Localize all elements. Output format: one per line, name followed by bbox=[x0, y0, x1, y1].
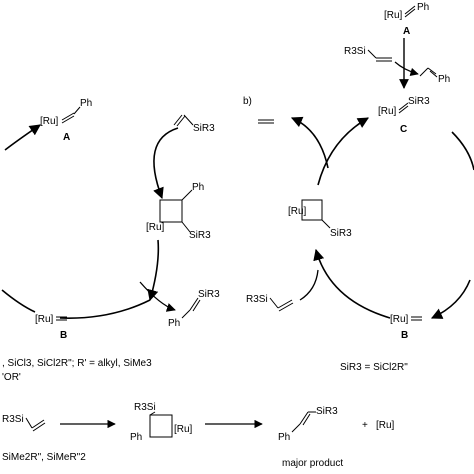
b-r3si: R3Si bbox=[344, 46, 366, 57]
cycle-b-arrow-in bbox=[299, 269, 319, 301]
bottom-r3si: R3Si bbox=[2, 414, 24, 425]
cycle-a-arrow-bottom bbox=[59, 299, 151, 319]
major-product-label: major product bbox=[282, 458, 343, 469]
vinylsilane-sir3: SiR3 bbox=[193, 123, 215, 134]
ru-silylidene-sir3: SiR3 bbox=[408, 96, 430, 107]
b-styrene-ph: Ph bbox=[438, 74, 450, 85]
ru-methylidene-ru: [Ru] bbox=[35, 314, 54, 325]
top-ph: Ph bbox=[417, 2, 429, 13]
cycle-b-caption: SiR3 = SiCl2R" bbox=[340, 362, 408, 373]
cycle-b-arrow-bottom bbox=[430, 279, 471, 319]
ru-benzylidene-ph: Ph bbox=[80, 98, 92, 109]
cycle-a-arrow-right-down bbox=[147, 239, 160, 302]
cycle-b-arrow-right bbox=[451, 131, 474, 171]
cycle-a-caption-line2: 'OR' bbox=[2, 372, 21, 383]
cycle-b-arrow-up bbox=[313, 248, 391, 319]
label-B-right: B bbox=[401, 330, 408, 341]
cycle-a-arrow-top bbox=[4, 124, 41, 151]
product-ph-a: Ph bbox=[168, 318, 180, 329]
bottom-intermediate-r3si: R3Si bbox=[134, 402, 156, 413]
ru-silylidene-ru: [Ru] bbox=[378, 106, 397, 117]
metallacycle-ru: [Ru] bbox=[146, 222, 165, 233]
label-A: A bbox=[63, 132, 70, 143]
bottom-intermediate-ph: Ph bbox=[130, 432, 142, 443]
bottom-intermediate-ru: [Ru] bbox=[174, 424, 193, 435]
cycle-b-arrow-to-C bbox=[317, 117, 369, 186]
cycle-a-arrow-left bbox=[1, 289, 36, 313]
metallacycle-ph: Ph bbox=[192, 182, 204, 193]
top-ru: [Ru] bbox=[384, 10, 403, 21]
bottom-caption: SiMe2R", SiMeR"2 bbox=[2, 452, 86, 463]
bottom-reaction: R3Si R3Si Ph [Ru] Ph SiR3 + [Ru] SiMe2R"… bbox=[2, 402, 395, 469]
b-ru-methylidene: [Ru] bbox=[390, 314, 409, 325]
catalytic-cycle-b: b) [Ru] Ph A R3Si Ph [Ru] SiR3 C bbox=[243, 2, 474, 373]
metallacycle-sir3: SiR3 bbox=[189, 230, 211, 241]
b-metallacycle-ru: [Ru] bbox=[288, 206, 307, 217]
catalytic-cycle-a: [Ru] Ph A SiR3 Ph [Ru] SiR3 [Ru] B Ph Si… bbox=[1, 98, 220, 383]
b-vinylsilane-r3si: R3Si bbox=[246, 294, 268, 305]
bottom-plus: + bbox=[362, 420, 368, 431]
cycle-a-arrow-out bbox=[139, 281, 176, 312]
cycle-a-caption-line1: , SiCl3, SiCl2R"; R' = alkyl, SiMe3 bbox=[2, 358, 152, 369]
product-sir3-a: SiR3 bbox=[198, 289, 220, 300]
ru-benzylidene-ru: [Ru] bbox=[40, 116, 59, 127]
cycle-b-arrow-top bbox=[290, 116, 329, 169]
b-metallacycle-sir3: SiR3 bbox=[330, 228, 352, 239]
bottom-product-sir3: SiR3 bbox=[316, 406, 338, 417]
cycle-b-label: b) bbox=[243, 96, 252, 107]
top-label-A: A bbox=[403, 26, 410, 37]
bottom-ru: [Ru] bbox=[376, 420, 395, 431]
label-C: C bbox=[400, 124, 407, 135]
bottom-product-ph: Ph bbox=[278, 432, 290, 443]
cycle-a-arrow-in bbox=[153, 127, 179, 200]
label-B-left: B bbox=[60, 330, 67, 341]
